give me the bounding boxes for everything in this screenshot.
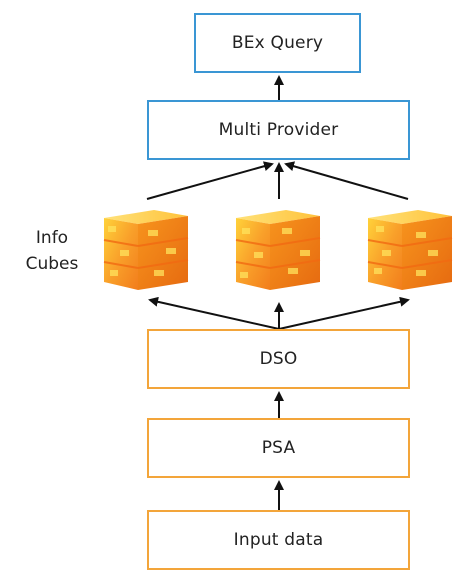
- info-cube-icon: [367, 210, 453, 290]
- info-cube-icon: [235, 210, 321, 290]
- arrow-dso-to-cube3: [278, 296, 410, 330]
- arrow-cube3-to-multi: [284, 161, 409, 200]
- input-data-node: Input data: [147, 510, 410, 570]
- arrow-dso-to-cube1: [148, 296, 280, 330]
- info-cubes-label-line1: Info: [35, 228, 69, 248]
- bex-query-node: BEx Query: [194, 13, 361, 73]
- info-cube-icon: [103, 210, 189, 290]
- arrow-cube1-to-multi: [146, 161, 274, 200]
- multi-provider-node: Multi Provider: [147, 100, 410, 160]
- input-data-label: Input data: [233, 530, 324, 550]
- multi-provider-label: Multi Provider: [218, 120, 339, 140]
- info-cubes-label: Info Cubes: [22, 225, 82, 277]
- bex-query-label: BEx Query: [231, 33, 324, 53]
- psa-label: PSA: [261, 438, 296, 458]
- psa-node: PSA: [147, 418, 410, 478]
- info-cubes-label-line2: Cubes: [25, 254, 79, 274]
- dso-label: DSO: [259, 349, 298, 369]
- dso-node: DSO: [147, 329, 410, 389]
